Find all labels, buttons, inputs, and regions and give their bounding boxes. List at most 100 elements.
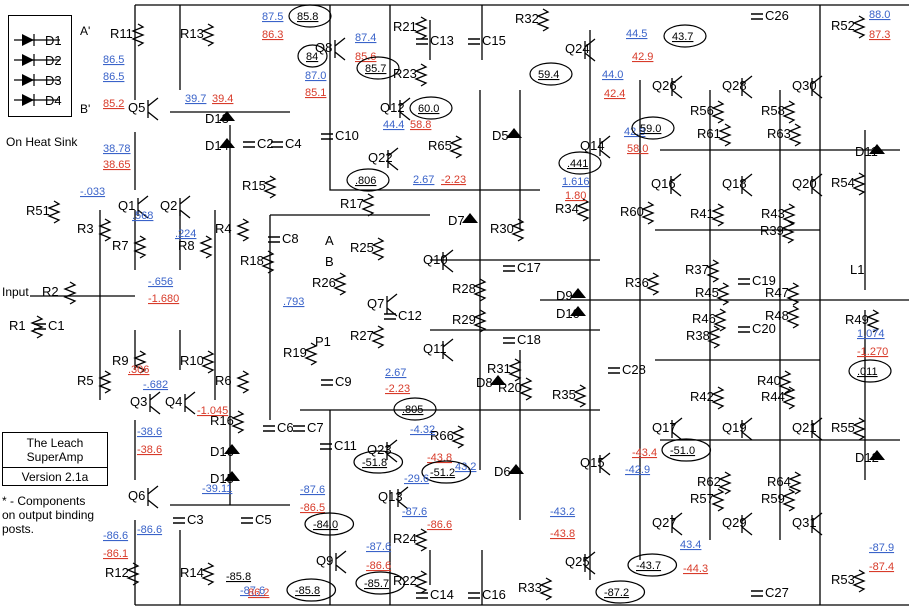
component-label: Q22 [368, 150, 393, 165]
resistor-symbol [414, 528, 428, 552]
component-a: A [325, 233, 334, 248]
component-r4: R4 [215, 218, 250, 242]
voltage-reading: 87.5 [262, 11, 283, 23]
component-d16: D16 [210, 444, 240, 459]
voltage-value: .224 [175, 228, 196, 240]
resistor-symbol [414, 63, 428, 87]
component-r62: R62 [697, 471, 732, 495]
voltage-value: -2.23 [441, 174, 466, 186]
heat-sink-diode-block [8, 15, 72, 117]
voltage-reading: -51.2 [421, 460, 472, 484]
transistor-symbol [147, 97, 159, 121]
component-r18: R18 [240, 250, 275, 274]
transistor-symbol [670, 173, 682, 197]
component-r23: R23 [393, 63, 428, 87]
component-c16: C16 [468, 587, 506, 602]
voltage-reading: 59.0 [631, 116, 675, 140]
voltage-reading: -2.23 [385, 383, 410, 395]
voltage-reading: .806 [346, 168, 390, 192]
component-q23: Q23 [367, 439, 398, 463]
component-d15: D15 [210, 471, 240, 486]
component-label: R18 [240, 253, 264, 268]
voltage-value: -43.7 [636, 560, 661, 572]
component-label: Q12 [380, 100, 405, 115]
component-label: Q24 [565, 41, 590, 56]
component-q15: Q15 [580, 452, 611, 476]
voltage-value: -84.0 [313, 519, 338, 531]
voltage-value: 1.80 [565, 190, 586, 202]
resistor-symbol [231, 410, 245, 434]
voltage-value: -4.32 [410, 424, 435, 436]
transistor-symbol [599, 135, 611, 159]
component-q8: Q8 [315, 37, 346, 61]
component-label: C4 [285, 136, 302, 151]
component-label: D14 [205, 138, 229, 153]
component-label: R1 [9, 318, 26, 333]
component-label: Q31 [792, 515, 817, 530]
component-label: R51 [26, 203, 50, 218]
component-r15: R15 [242, 175, 277, 199]
resistor-symbol [47, 200, 61, 224]
voltage-reading: -87.6 [366, 541, 391, 553]
capacitor-symbol [751, 590, 763, 597]
component-r27: R27 [350, 325, 385, 349]
component-r65: R65 [428, 135, 463, 159]
highlight-oval [631, 116, 675, 140]
component-label: R33 [518, 580, 542, 595]
voltage-reading: 1.80 [565, 190, 586, 202]
diode-d3: D3 [14, 73, 62, 88]
component-label: D12 [855, 450, 879, 465]
component-label: R38 [686, 328, 710, 343]
capacitor-symbol [503, 337, 515, 344]
component-r44: R44 [761, 386, 796, 410]
highlight-oval [353, 450, 404, 474]
component-r60: R60 [620, 201, 655, 225]
voltage-value: -87.6 [402, 506, 427, 518]
component-label: R63 [767, 126, 791, 141]
capacitor-symbol [34, 323, 46, 330]
component-label: D8 [476, 375, 493, 390]
resistor-symbol [713, 308, 727, 332]
component-q21: Q21 [792, 417, 823, 441]
resistor-symbol [508, 358, 522, 382]
voltage-reading: 42.8 [624, 126, 645, 138]
voltage-reading: -29.6 [404, 473, 429, 485]
diode-symbol [869, 144, 885, 154]
component-d7: D7 [448, 213, 478, 228]
voltage-reading: 44.5 [626, 28, 647, 40]
diode-symbol [224, 444, 240, 454]
component-c7: C7 [293, 420, 324, 435]
resistor-symbol [371, 325, 385, 349]
resistor-symbol [573, 384, 587, 408]
component-q12: Q12 [380, 97, 411, 121]
capacitor-symbol [416, 592, 428, 599]
voltage-value: -87.9 [869, 542, 894, 554]
component-d11: D11 [855, 144, 885, 159]
transistor-symbol [584, 38, 596, 62]
component-label: C27 [765, 585, 789, 600]
component-c12: C12 [384, 308, 422, 323]
resistor-symbol [782, 203, 796, 227]
component-r21: R21 [393, 16, 428, 40]
voltage-reading: .568 [132, 210, 153, 222]
component-c2: C2 [243, 136, 274, 151]
voltage-value: -.682 [143, 379, 168, 391]
voltage-reading: 85.6 [355, 51, 376, 63]
voltage-reading: 60.0 [409, 96, 453, 120]
component-c26: C26 [751, 8, 789, 23]
transistor-symbol [811, 512, 823, 536]
component-c19: C19 [738, 273, 776, 288]
resistor-symbol [30, 315, 44, 339]
voltage-reading: -86.6 [366, 560, 391, 572]
component-r16: R16 [210, 410, 245, 434]
component-label: Q14 [580, 138, 605, 153]
component-label: R36 [625, 275, 649, 290]
resistor-symbol [711, 488, 725, 512]
heat-sink-label: On Heat Sink [6, 135, 78, 149]
voltage-reading: -85.8 [226, 571, 251, 583]
voltage-value: 87.0 [305, 70, 326, 82]
component-c3: C3 [173, 512, 204, 527]
component-p1: P1 [315, 334, 331, 349]
transistor-symbol [741, 75, 753, 99]
